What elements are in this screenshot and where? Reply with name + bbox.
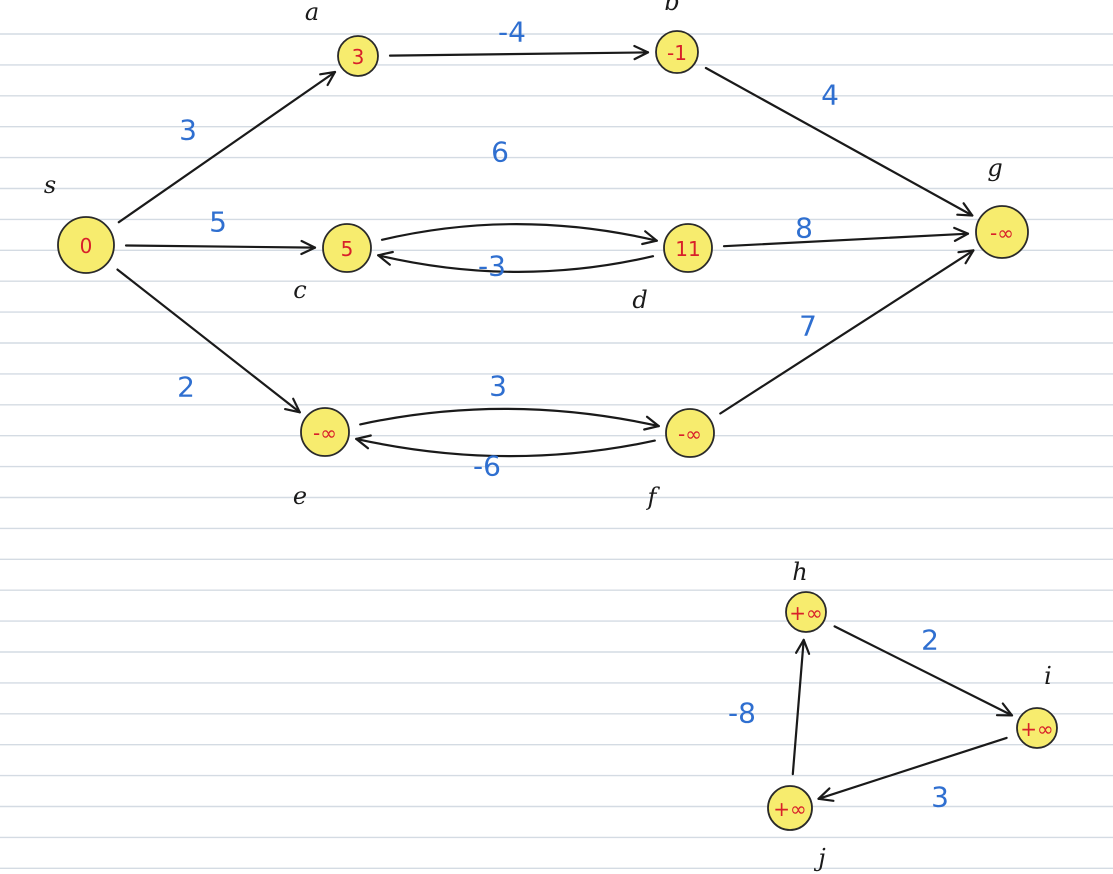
arrowhead-i-j xyxy=(817,787,835,802)
arrowhead-j-h xyxy=(795,638,811,655)
node-name-a: a xyxy=(305,0,319,26)
edge-s-e xyxy=(116,268,301,414)
arrowhead-h-i xyxy=(995,702,1014,717)
node-value-h: +∞ xyxy=(789,601,822,625)
node-value-b: -1 xyxy=(667,41,687,65)
arrowhead-s-e xyxy=(284,397,301,414)
ruled-lines xyxy=(0,33,1113,869)
weight-label-s-a: 3 xyxy=(179,114,197,147)
weight-label-e-f: 3 xyxy=(489,370,507,403)
node-circle-j xyxy=(767,785,813,831)
node-circle-h xyxy=(785,591,827,633)
weight-label-d-c: -3 xyxy=(478,250,506,283)
edge-a-b xyxy=(388,51,650,57)
node-circle-b xyxy=(655,30,699,74)
node-name-i: i xyxy=(1044,662,1052,690)
arrowhead-s-a xyxy=(319,70,337,87)
weight-label-j-h: -8 xyxy=(728,697,756,730)
edge-s-a xyxy=(117,70,337,224)
node-value-i: +∞ xyxy=(1020,717,1053,741)
edge-h-i xyxy=(833,625,1014,717)
weight-layer: 3 5 2 -4 4 6 -3 8 3 -6 7 2 3 -8 xyxy=(177,16,949,814)
node-value-c: 5 xyxy=(341,237,354,261)
node-name-d: d xyxy=(632,286,647,314)
weight-label-c-d: 6 xyxy=(491,136,509,169)
node-circle-d xyxy=(663,223,713,273)
weight-label-d-g: 8 xyxy=(795,212,813,245)
node-value-e: -∞ xyxy=(313,421,337,445)
arrowhead-s-c xyxy=(300,239,317,256)
node-name-e: e xyxy=(293,482,307,510)
edge-layer xyxy=(116,44,1014,802)
node-e: -∞ e xyxy=(293,407,350,510)
edge-i-j xyxy=(817,736,1008,800)
node-name-c: c xyxy=(293,276,306,304)
node-value-d: 11 xyxy=(675,237,700,261)
node-value-a: 3 xyxy=(352,45,365,69)
node-circle-g xyxy=(975,205,1029,259)
node-circle-i xyxy=(1016,707,1058,749)
node-b: -1 b xyxy=(655,0,699,74)
edge-d-c xyxy=(377,254,655,273)
arrowhead-d-g xyxy=(953,226,970,242)
edge-e-f xyxy=(359,407,660,428)
node-name-h: h xyxy=(792,558,807,586)
node-s: 0s xyxy=(44,171,115,274)
edge-d-g xyxy=(722,232,970,248)
arrowhead-a-b xyxy=(633,44,650,61)
weight-label-a-b: -4 xyxy=(498,16,526,49)
arrowhead-f-e xyxy=(355,434,372,450)
edge-c-d xyxy=(380,223,658,242)
node-value-j: +∞ xyxy=(773,797,806,821)
node-name-g: g xyxy=(987,154,1002,182)
edge-j-h xyxy=(791,638,805,776)
node-c: 5c xyxy=(293,223,372,304)
node-value-f: -∞ xyxy=(678,422,702,446)
node-i: +∞ i xyxy=(1016,662,1058,749)
node-h: +∞ h xyxy=(785,558,827,633)
edge-f-e xyxy=(355,437,656,458)
node-value-s: 0 xyxy=(80,234,93,258)
node-circle-e xyxy=(300,407,350,457)
arrowhead-f-g xyxy=(957,249,975,265)
node-j: +∞j xyxy=(767,785,826,872)
arrowhead-b-g xyxy=(956,202,974,217)
node-circle-a xyxy=(337,35,379,77)
arrowhead-c-d xyxy=(641,230,658,246)
edge-f-g xyxy=(719,249,975,415)
arrowhead-d-c xyxy=(377,250,394,266)
node-circle-c xyxy=(322,223,372,273)
edge-s-c xyxy=(124,244,317,249)
weight-label-s-c: 5 xyxy=(209,206,227,239)
weight-label-f-e: -6 xyxy=(473,450,501,483)
node-name-b: b xyxy=(664,0,679,16)
weight-label-b-g: 4 xyxy=(821,79,839,112)
weight-label-s-e: 2 xyxy=(177,371,195,404)
node-circle-s xyxy=(57,216,115,274)
edge-b-g xyxy=(704,66,974,217)
weight-label-h-i: 2 xyxy=(921,624,939,657)
arrowhead-e-f xyxy=(643,415,660,431)
node-g: -∞ g xyxy=(975,154,1029,259)
weight-label-f-g: 7 xyxy=(799,310,817,343)
node-a: 3a xyxy=(305,0,379,77)
node-name-s: s xyxy=(44,171,56,199)
node-d: 11 d xyxy=(632,223,713,314)
weight-label-i-j: 3 xyxy=(931,781,949,814)
node-value-g: -∞ xyxy=(990,221,1014,245)
node-circle-f xyxy=(665,408,715,458)
